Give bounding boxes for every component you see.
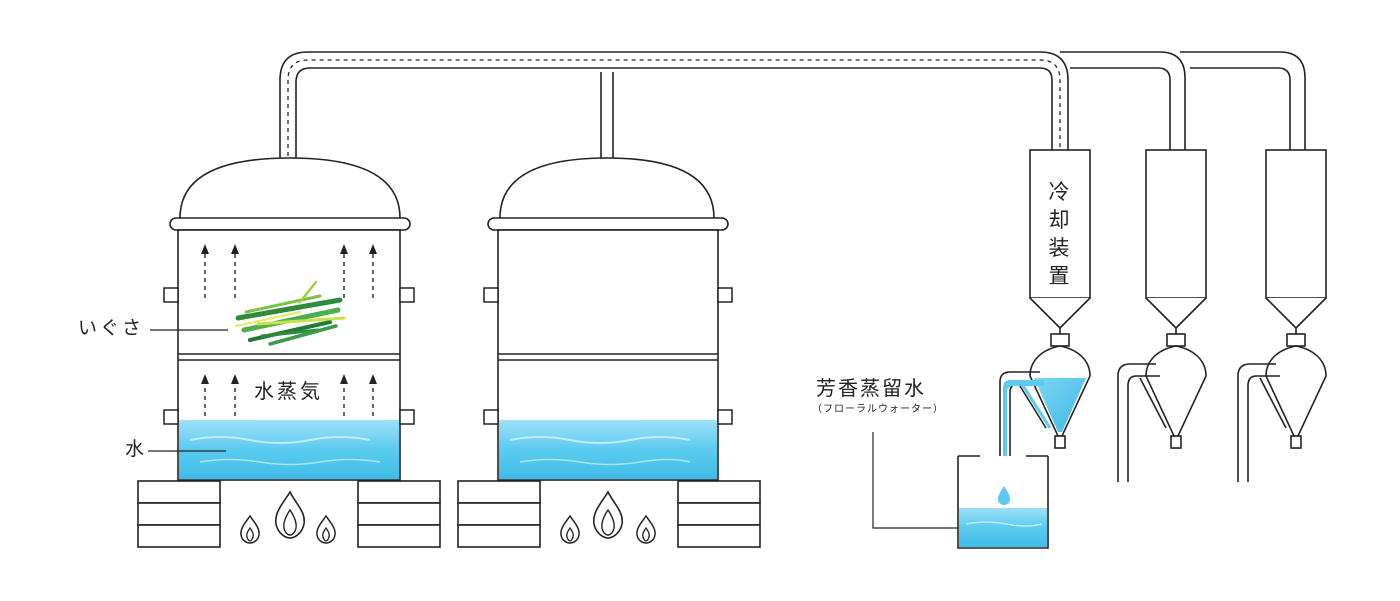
- top-steam-pipe: [279, 51, 1069, 180]
- label-igusa: いぐさ: [78, 317, 145, 339]
- flame-icon: [560, 491, 656, 544]
- igusa-grass-icon: [235, 280, 346, 346]
- label-leaders: [148, 329, 228, 452]
- drop-icon: [998, 486, 1010, 505]
- still-middle: [483, 157, 733, 481]
- cooling-device-1: [1029, 149, 1091, 336]
- cooling-device-2: [1145, 149, 1207, 336]
- label-steam: 水蒸気: [254, 379, 323, 403]
- floral-water-liquid: [959, 508, 1047, 547]
- still-left: [163, 157, 415, 481]
- firebox-left: [137, 480, 441, 548]
- label-water: 水: [125, 438, 145, 460]
- water-middle: [499, 420, 717, 479]
- water-left: [179, 420, 399, 479]
- firebox-middle: [457, 480, 761, 548]
- cooling-device-3: [1265, 149, 1327, 336]
- label-floral-water-sub: （フローラルウォーター）: [812, 404, 944, 415]
- label-cooling-device: 冷却装置: [1048, 180, 1070, 288]
- label-floral-water: 芳香蒸留水: [816, 376, 926, 400]
- secondary-pipes: [600, 51, 1306, 158]
- separator-1: [999, 333, 1091, 482]
- flame-icon: [240, 491, 336, 544]
- floral-leader: [872, 432, 958, 529]
- separator-3: [1237, 333, 1327, 482]
- separator-2: [1117, 333, 1207, 482]
